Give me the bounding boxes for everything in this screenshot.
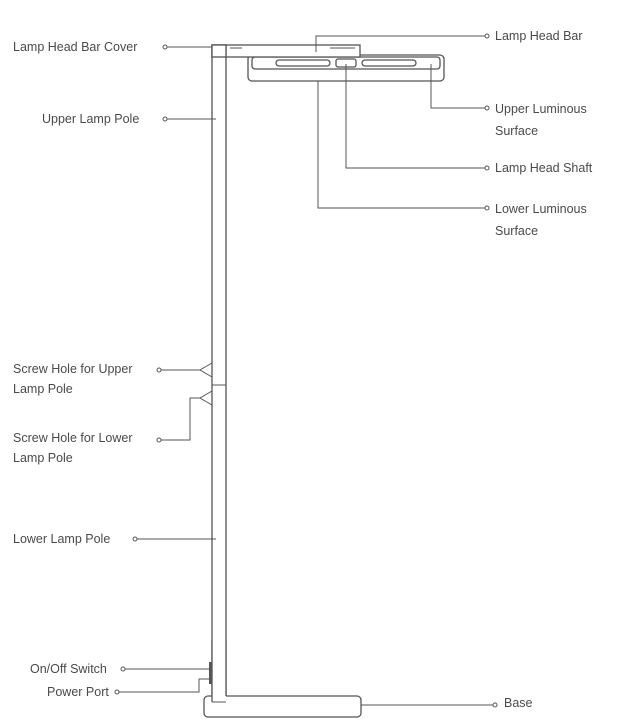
lamp-pole (211, 44, 227, 706)
label-line: Screw Hole for Lower (13, 431, 133, 445)
label-line: Surface (495, 124, 539, 138)
label-line: Upper Luminous (495, 102, 587, 116)
label-lamp-head-bar-cover: Lamp Head Bar Cover (13, 40, 138, 54)
label-line: Surface (495, 224, 539, 238)
label-line: Lower Luminous (495, 202, 587, 216)
lamp-head-bar (211, 44, 361, 58)
label-lamp-head-bar: Lamp Head Bar (495, 29, 583, 43)
lamp-head (247, 54, 445, 82)
lamp-base (203, 695, 362, 718)
label-power-port: Power Port (47, 685, 109, 699)
label-line: Lamp Pole (13, 382, 73, 396)
label-line: Screw Hole for Upper (13, 362, 133, 376)
label-base: Base (504, 696, 533, 710)
label-upper-lamp-pole: Upper Lamp Pole (42, 112, 140, 126)
label-line: Lamp Pole (13, 451, 73, 465)
label-lamp-head-shaft: Lamp Head Shaft (495, 161, 593, 175)
label-on-off-switch: On/Off Switch (30, 662, 107, 676)
label-lower-lamp-pole: Lower Lamp Pole (13, 532, 111, 546)
